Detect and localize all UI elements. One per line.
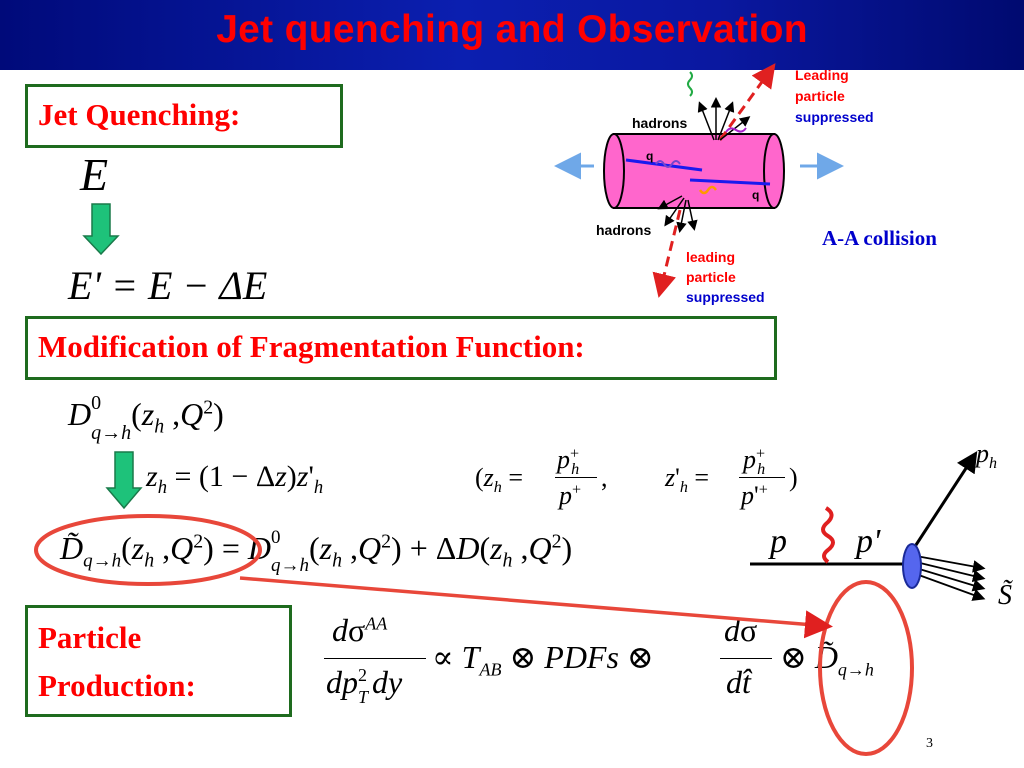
p-label: p: [768, 523, 787, 560]
collision-diagram: [554, 63, 844, 298]
energy-symbol: E: [80, 149, 109, 200]
energy-loss-equation: E' = E − ΔE: [68, 263, 268, 308]
quark-right-label: q: [752, 188, 759, 202]
particle-production-label-1: Particle: [38, 620, 142, 655]
leading-bottom-1: leading: [686, 249, 735, 265]
collision-label: A-A collision: [822, 226, 937, 250]
particle-production-label-2: Production:: [38, 668, 196, 703]
down-arrow-2-icon: [105, 451, 143, 510]
leading-bottom-3: suppressed: [686, 289, 765, 305]
z-rescaling-equation: zh = (1 − Δz)z'h: [146, 460, 324, 498]
leading-bottom-2: particle: [686, 269, 736, 285]
highlight-ellipse-left: [34, 514, 262, 586]
leading-top-3: suppressed: [795, 109, 874, 125]
title-bar: [0, 0, 1024, 70]
p-h-label: ph: [974, 439, 997, 472]
modification-box: Modification of Fragmentation Function:: [25, 316, 777, 380]
connector-arrow: [239, 576, 833, 639]
slide-title: Jet quenching and Observation: [216, 8, 808, 51]
leading-top-2: particle: [795, 88, 845, 104]
down-arrow-1-icon: [82, 203, 120, 256]
modification-label: Modification of Fragmentation Function:: [38, 329, 585, 364]
leading-top-1: Leading: [795, 67, 849, 83]
jet-quenching-box: Jet Quenching:: [25, 84, 343, 148]
particle-production-box: Particle Production:: [25, 605, 292, 717]
highlight-ellipse-right: [818, 580, 914, 756]
scattering-diagram: [750, 450, 986, 601]
s-tilde-label: S̃: [998, 580, 1014, 611]
hadrons-top-label: hadrons: [632, 115, 687, 131]
jet-quenching-label: Jet Quenching:: [38, 97, 241, 132]
quark-left-label: q: [646, 149, 653, 163]
hadrons-bottom-label: hadrons: [596, 222, 651, 238]
p-prime-label: p': [854, 523, 881, 560]
page-number: 3: [926, 736, 933, 751]
